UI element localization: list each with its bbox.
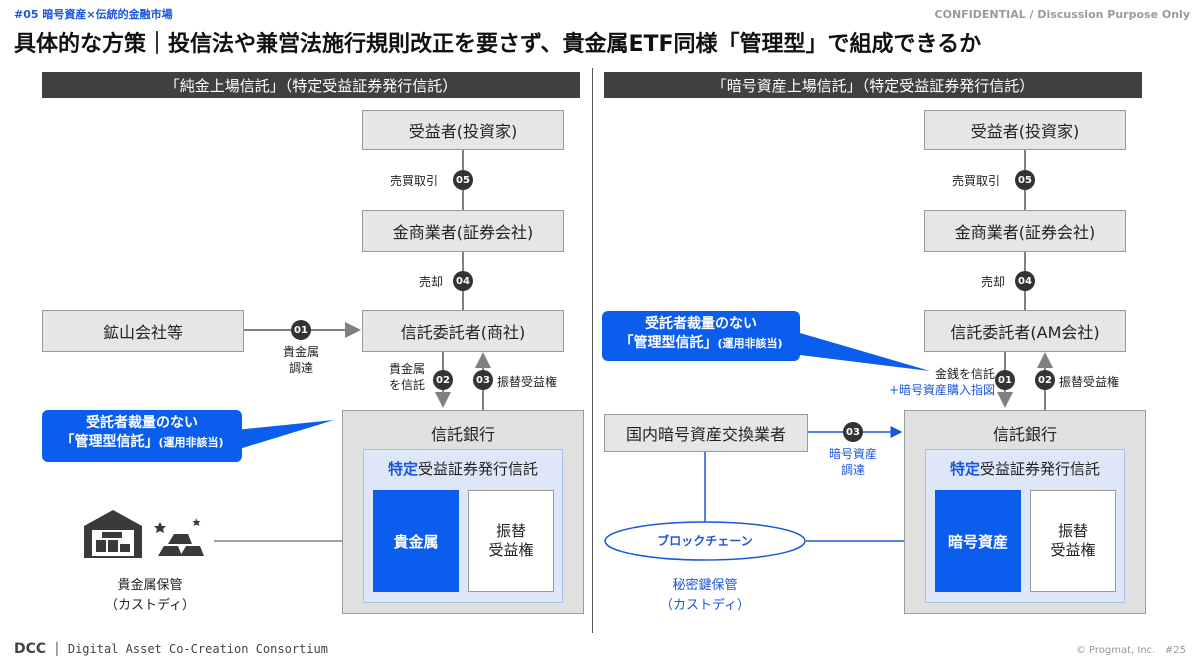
right-step-02-label: 振替受益権 (1059, 375, 1120, 389)
right-step-04-badge: 04 (1015, 271, 1035, 291)
right-step-04-label: 売却 (981, 275, 1006, 289)
left-step-04-label: 売却 (419, 275, 444, 289)
left-broker-box: 金商業者(証券会社) (362, 210, 564, 252)
right-custody-label: 秘密鍵保管（カストディ） (659, 578, 751, 613)
right-step-01-badge: 01 (995, 370, 1015, 390)
right-panel-header: 「暗号資産上場信託」（特定受益証券発行信託） (604, 72, 1142, 98)
right-crypto-asset: 暗号資産 (935, 490, 1021, 592)
left-precious-metal-asset: 貴金属 (373, 490, 459, 592)
left-custody-label: 貴金属保管（カストディ） (104, 578, 196, 613)
right-trust-bank-title: 信託銀行 (992, 425, 1057, 444)
right-tokutei-box: 特定受益証券発行信託 暗号資産 振替受益権 (925, 449, 1125, 603)
right-beneficiary-box: 受益者(投資家) (924, 110, 1126, 150)
blockchain-label: ブロックチェーン (657, 534, 753, 548)
blockchain-ellipse (604, 521, 806, 561)
left-step-03-badge: 03 (473, 370, 493, 390)
panel-divider (592, 68, 593, 633)
left-step-02-badge: 02 (433, 370, 453, 390)
left-step-05-badge: 05 (453, 170, 473, 190)
right-tokutei-title: 特定受益証券発行信託 (949, 460, 1101, 478)
left-panel-header: 「純金上場信託」（特定受益証券発行信託） (42, 72, 580, 98)
left-tokutei-title: 特定受益証券発行信託 (387, 460, 539, 478)
left-step-05-label: 売買取引 (390, 174, 439, 188)
page-title: 具体的な方策｜投信法や兼営法施行規則改正を要さず、貴金属ETF同様「管理型」で組… (14, 32, 982, 57)
right-trust-bank-box: 信託銀行 特定受益証券発行信託 暗号資産 振替受益権 (904, 410, 1146, 614)
right-exchange-box: 国内暗号資産交換業者 (604, 414, 808, 452)
right-managed-trust-callout: 受託者裁量のない 「管理型信託」(運用非該当) (602, 311, 800, 361)
left-trust-bank-box: 信託銀行 特定受益証券発行信託 貴金属 振替受益権 (342, 410, 584, 614)
left-settlor-box: 信託委託者(商社) (362, 310, 564, 352)
right-beneficial-interest-box: 振替受益権 (1030, 490, 1116, 592)
left-tokutei-box: 特定受益証券発行信託 貴金属 振替受益権 (363, 449, 563, 603)
left-trust-bank-title: 信託銀行 (430, 425, 495, 444)
confidential-label: CONFIDENTIAL / Discussion Purpose Only (934, 8, 1190, 21)
left-step-04-badge: 04 (453, 271, 473, 291)
warehouse-icon (84, 510, 142, 558)
left-mine-box: 鉱山会社等 (42, 310, 244, 352)
footer-copyright: © Progmat, Inc. #25 (1075, 645, 1186, 656)
left-step-03-label: 振替受益権 (497, 375, 558, 389)
right-step-03-label: 暗号資産調達 (828, 447, 877, 477)
section-tag: #05 暗号資産×伝統的金融市場 (14, 8, 173, 21)
right-step-05-badge: 05 (1015, 170, 1035, 190)
left-step-02-label: 貴金属を信託 (388, 362, 425, 392)
left-beneficial-interest-box: 振替受益権 (468, 490, 554, 592)
right-step-03-badge: 03 (843, 422, 863, 442)
left-step-01-label: 貴金属調達 (282, 345, 319, 375)
right-step-05-label: 売買取引 (952, 174, 1001, 188)
right-step-01-label-2: +暗号資産購入指図 (888, 383, 995, 397)
left-beneficiary-box: 受益者(投資家) (362, 110, 564, 150)
right-callout-pointer (800, 333, 930, 371)
gold-bars-icon (154, 518, 204, 556)
right-broker-box: 金商業者(証券会社) (924, 210, 1126, 252)
right-step-01-label-1: 金銭を信託 (934, 367, 995, 381)
left-managed-trust-callout: 受託者裁量のない 「管理型信託」(運用非該当) (42, 410, 242, 462)
footer-logo: DCC │ Digital Asset Co-Creation Consorti… (14, 641, 328, 657)
right-step-02-badge: 02 (1035, 370, 1055, 390)
right-settlor-box: 信託委託者(AM会社) (924, 310, 1126, 352)
left-callout-pointer (236, 420, 334, 450)
left-step-01-badge: 01 (291, 320, 311, 340)
